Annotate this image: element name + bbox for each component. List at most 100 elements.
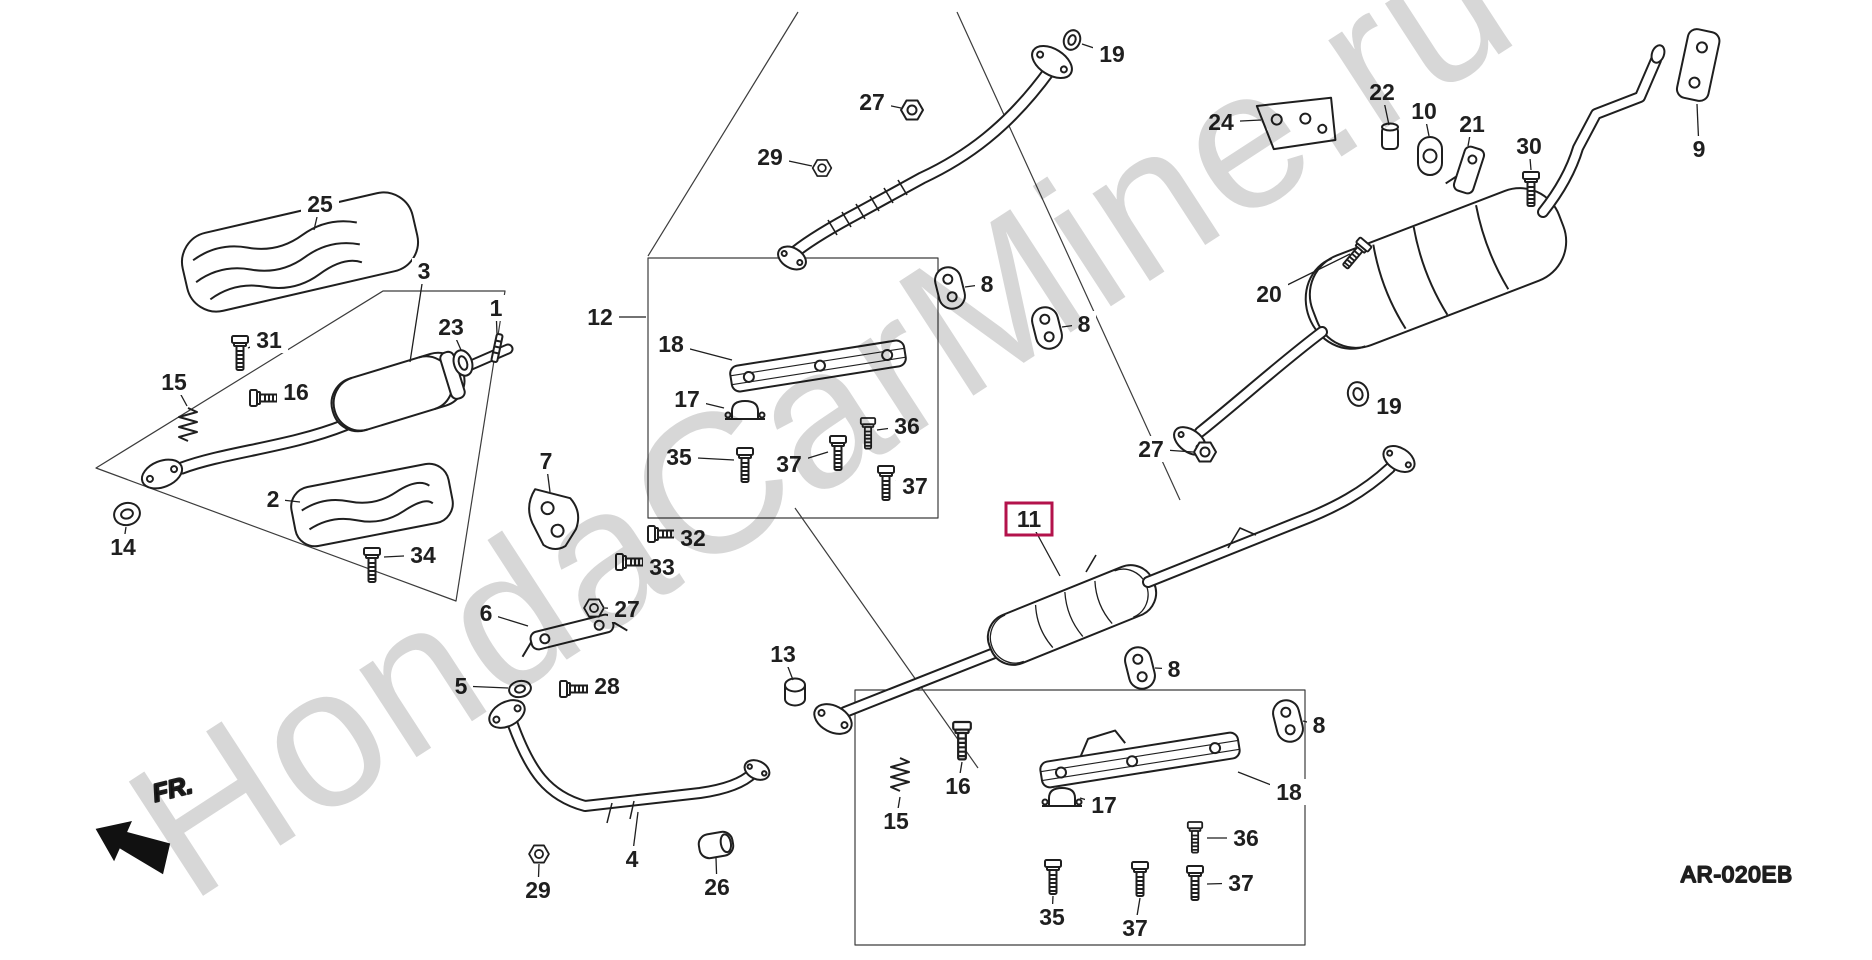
part-callout-27[interactable]: 27 bbox=[853, 89, 902, 115]
part-callout-37[interactable]: 37 bbox=[1116, 897, 1154, 941]
part-callout-30[interactable]: 30 bbox=[1510, 133, 1548, 171]
part-callout-32[interactable]: 32 bbox=[674, 525, 712, 551]
callout-label: 37 bbox=[1122, 915, 1148, 941]
part-callout-33[interactable]: 33 bbox=[643, 554, 681, 580]
callout-label-bg bbox=[581, 304, 619, 330]
part-callout-17[interactable]: 17 bbox=[1079, 792, 1123, 818]
callout-label: 18 bbox=[658, 331, 684, 357]
part-callout-36[interactable]: 36 bbox=[876, 413, 926, 439]
part-callout-5[interactable]: 5 bbox=[449, 673, 509, 699]
part-callout-20[interactable]: 20 bbox=[1250, 253, 1351, 307]
part-callout-10[interactable]: 10 bbox=[1405, 98, 1443, 137]
part-callout-8[interactable]: 8 bbox=[1154, 656, 1186, 682]
callout-label: 36 bbox=[1233, 825, 1259, 851]
front-pipe-4-art bbox=[488, 699, 771, 824]
part-callout-11[interactable]: 11 bbox=[1004, 501, 1061, 577]
part-callout-1[interactable]: 1 bbox=[484, 295, 508, 335]
part-callout-18[interactable]: 18 bbox=[652, 331, 733, 361]
part-callout-31[interactable]: 31 bbox=[247, 327, 288, 353]
part-callout-23[interactable]: 23 bbox=[432, 314, 470, 351]
callout-label: 35 bbox=[1039, 904, 1065, 930]
rubber-mount-10-art bbox=[1417, 136, 1443, 176]
callout-label: 19 bbox=[1376, 393, 1402, 419]
part-callout-19[interactable]: 19 bbox=[1081, 41, 1131, 67]
part-callout-35[interactable]: 35 bbox=[1033, 895, 1071, 930]
part-callout-19[interactable]: 19 bbox=[1369, 393, 1408, 419]
part-callout-25[interactable]: 25 bbox=[301, 191, 339, 231]
front-direction-label: FR. bbox=[150, 771, 196, 808]
callout-label-bg bbox=[1370, 393, 1408, 419]
part-callout-17[interactable]: 17 bbox=[668, 386, 725, 412]
callout-label-bg bbox=[1453, 111, 1491, 137]
callout-label: 23 bbox=[438, 314, 464, 340]
part-callout-35[interactable]: 35 bbox=[660, 444, 735, 470]
callout-label-bg bbox=[770, 451, 808, 477]
callout-label: 37 bbox=[902, 473, 928, 499]
part-callout-8[interactable]: 8 bbox=[1302, 712, 1331, 738]
part-callout-3[interactable]: 3 bbox=[409, 258, 436, 363]
part-callout-28[interactable]: 28 bbox=[588, 673, 626, 699]
callout-label-bg bbox=[1405, 98, 1443, 124]
part-callout-9[interactable]: 9 bbox=[1687, 103, 1711, 162]
part-callout-27[interactable]: 27 bbox=[1132, 436, 1194, 462]
callout-label-bg bbox=[877, 808, 915, 834]
part-callout-2[interactable]: 2 bbox=[261, 486, 301, 512]
part-callout-29[interactable]: 29 bbox=[751, 144, 813, 170]
part-callout-7[interactable]: 7 bbox=[534, 448, 558, 493]
heat-shield-25-art bbox=[181, 191, 419, 313]
washer-5-art bbox=[508, 679, 532, 699]
callout-label: 10 bbox=[1411, 98, 1437, 124]
part-callout-18[interactable]: 18 bbox=[1237, 771, 1308, 805]
part-callout-21[interactable]: 21 bbox=[1453, 111, 1491, 147]
part-callout-16[interactable]: 16 bbox=[939, 761, 977, 799]
callout-label-bg bbox=[155, 369, 193, 395]
part-callout-8[interactable]: 8 bbox=[964, 271, 999, 297]
callout-label: 28 bbox=[594, 673, 620, 699]
callout-label: 16 bbox=[945, 773, 971, 799]
ring-23-art bbox=[452, 349, 474, 377]
callout-label: 30 bbox=[1516, 133, 1542, 159]
part-callout-26[interactable]: 26 bbox=[698, 857, 736, 900]
callout-label: 27 bbox=[1138, 436, 1164, 462]
part-callout-27[interactable]: 27 bbox=[604, 596, 646, 622]
part-callout-6[interactable]: 6 bbox=[474, 600, 529, 627]
callout-label: 7 bbox=[540, 448, 553, 474]
callout-label-bg bbox=[751, 144, 789, 170]
callout-label-bg bbox=[668, 386, 706, 412]
mount-bracket-18-lower-art bbox=[1039, 729, 1241, 789]
callout-label-bg bbox=[449, 673, 473, 699]
part-callout-37[interactable]: 37 bbox=[770, 451, 829, 477]
callout-label-bg bbox=[608, 596, 646, 622]
bolt-35-lower-art bbox=[1044, 859, 1062, 895]
callout-label: 8 bbox=[1313, 712, 1326, 738]
part-callout-13[interactable]: 13 bbox=[764, 641, 802, 681]
callout-label-bg bbox=[301, 191, 339, 217]
part-callout-24[interactable]: 24 bbox=[1202, 109, 1262, 135]
highlighted-part-box bbox=[1004, 501, 1054, 537]
callout-label: 29 bbox=[525, 877, 551, 903]
part-callout-8[interactable]: 8 bbox=[1061, 311, 1096, 337]
callout-label: 15 bbox=[883, 808, 909, 834]
callout-label-bg bbox=[261, 486, 285, 512]
part-callout-4[interactable]: 4 bbox=[620, 811, 644, 872]
part-callout-15[interactable]: 15 bbox=[877, 796, 915, 834]
callout-label: 19 bbox=[1099, 41, 1125, 67]
part-callout-29[interactable]: 29 bbox=[519, 863, 557, 903]
part-callout-37[interactable]: 37 bbox=[1206, 870, 1260, 896]
part-callout-12[interactable]: 12 bbox=[581, 304, 646, 330]
callout-label-bg bbox=[1085, 792, 1123, 818]
callout-leader-line bbox=[409, 270, 425, 363]
bolt-37-lower-b-art bbox=[1186, 865, 1204, 901]
part-callout-37[interactable]: 37 bbox=[895, 473, 934, 499]
part-callout-22[interactable]: 22 bbox=[1363, 79, 1401, 126]
part-callout-16[interactable]: 16 bbox=[277, 379, 315, 405]
part-callout-36[interactable]: 36 bbox=[1207, 825, 1265, 851]
callout-label: 31 bbox=[256, 327, 282, 353]
callout-label-bg bbox=[1162, 656, 1186, 682]
part-callout-14[interactable]: 14 bbox=[104, 526, 142, 560]
part-callout-15[interactable]: 15 bbox=[155, 369, 193, 407]
part-callout-34[interactable]: 34 bbox=[383, 542, 442, 568]
bolt-36-lower-art bbox=[1186, 821, 1204, 854]
